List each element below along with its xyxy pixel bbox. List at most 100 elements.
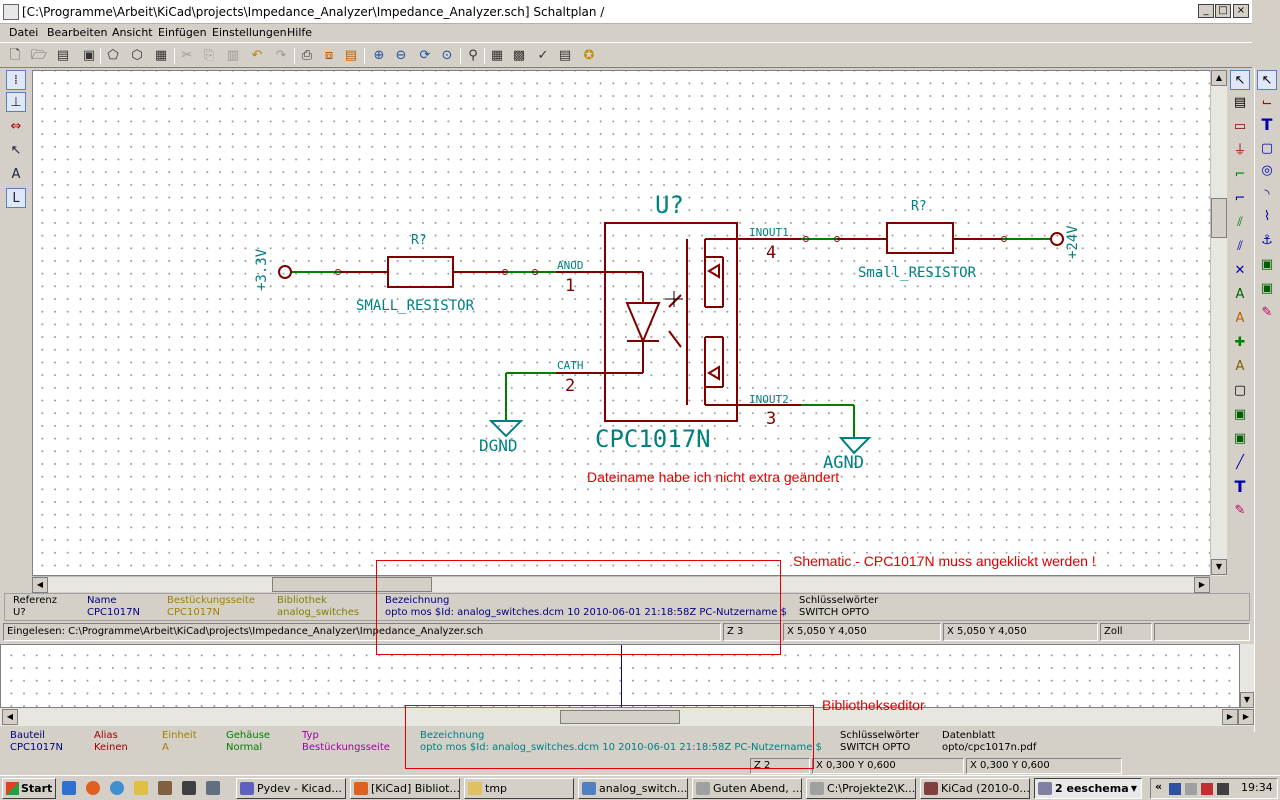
scroll-down-arrow-icon[interactable]: ▼ [1211, 559, 1227, 575]
place-bus-icon[interactable]: ⌐ [1234, 191, 1246, 206]
horizontal-scroll-thumb[interactable] [272, 577, 432, 592]
print-icon[interactable]: ⎙ [301, 48, 313, 63]
task-analog-switch[interactable]: analog_switch... [578, 778, 688, 799]
task-kicad-main[interactable]: KiCad (2010-0... [920, 778, 1030, 799]
task-eeschema-group[interactable]: 2 eeschema▼ [1034, 778, 1142, 799]
cursor-shape-icon[interactable]: ↖ [10, 143, 22, 158]
hierarchy-navigator-icon[interactable]: ▤ [1233, 95, 1247, 110]
supply-left-label[interactable]: +3.3V [254, 248, 270, 291]
lib-import-icon[interactable]: ▣ [1260, 257, 1274, 272]
library-browser-icon[interactable]: ▦ [154, 48, 168, 63]
quicklaunch-lock-icon[interactable] [134, 781, 148, 795]
quicklaunch-app-icon[interactable] [158, 781, 172, 795]
redraw-icon[interactable]: ⟳ [419, 48, 431, 63]
hidden-pins-icon[interactable]: A [11, 167, 21, 182]
page-settings-icon[interactable]: ⬠ [107, 48, 119, 63]
place-component-icon[interactable]: ▭ [1233, 119, 1247, 134]
minimize-button[interactable]: _ [1198, 4, 1214, 18]
zoom-fit-icon[interactable]: ⊙ [441, 48, 453, 63]
quicklaunch-firefox-icon[interactable] [86, 781, 100, 795]
close-button[interactable]: × [1233, 4, 1249, 18]
cvpcb-icon[interactable]: ✪ [583, 48, 595, 63]
menu-einfuegen[interactable]: Einfügen [158, 26, 207, 39]
redo-icon[interactable]: ↷ [275, 48, 287, 63]
quicklaunch-settings-icon[interactable] [206, 781, 220, 795]
bus-to-bus-entry-icon[interactable]: ⫽ [1237, 239, 1243, 254]
lib-pin-icon[interactable]: ⌙ [1261, 95, 1273, 110]
wire-to-bus-entry-icon[interactable]: ⫽ [1237, 215, 1243, 230]
units-inch-icon[interactable]: ⊥ [6, 92, 26, 112]
lib-select-arrow-icon[interactable]: ↖ [1257, 70, 1277, 90]
bom-icon[interactable]: ▤ [558, 48, 572, 63]
netlist-generate-icon[interactable]: ✓ [537, 48, 549, 63]
menu-datei[interactable]: Datei [9, 26, 39, 39]
lib-anchor-icon[interactable]: ⚓ [1261, 233, 1273, 248]
quicklaunch-ie-icon[interactable] [62, 781, 76, 795]
grid-toggle-icon[interactable]: ⁞ [6, 70, 26, 90]
tray-expand-chevron[interactable]: « [1155, 780, 1163, 793]
scroll-up-arrow-icon[interactable]: ▲ [1211, 70, 1227, 86]
r1-reference[interactable]: R? [411, 233, 427, 248]
global-label-icon[interactable]: A [1235, 311, 1245, 326]
lib-horizontal-scroll-thumb[interactable] [560, 710, 680, 724]
delete-item-icon[interactable]: ✎ [1234, 503, 1246, 518]
menu-hilfe[interactable]: Hilfe [287, 26, 313, 39]
task-guten-abend[interactable]: Guten Abend, ... [692, 778, 802, 799]
select-arrow-icon[interactable]: ↖ [1230, 70, 1250, 90]
paste-icon[interactable]: ▥ [226, 48, 240, 63]
zoom-out-icon[interactable]: ⊖ [395, 48, 407, 63]
lib-scroll-left-arrow-icon[interactable]: ◀ [2, 709, 18, 725]
lib-horizontal-scrollbar[interactable]: ◀ ▶ ▶ [0, 708, 1254, 726]
units-mm-icon[interactable]: ⇔ [10, 119, 22, 134]
r2-reference[interactable]: R? [911, 199, 927, 214]
tray-volume-icon[interactable] [1185, 783, 1197, 795]
eeschema-app-icon[interactable] [3, 4, 19, 20]
open-project-icon[interactable]: ▤ [56, 48, 70, 63]
erc-icon[interactable]: ▩ [512, 48, 526, 63]
tray-network-icon[interactable] [1169, 783, 1181, 795]
u-reference[interactable]: U? [655, 191, 684, 219]
gnd-left-label[interactable]: DGND [479, 436, 518, 455]
lib-scroll-right-arrow-2-icon[interactable]: ▶ [1238, 709, 1254, 725]
canvas-vertical-scrollbar[interactable]: ▲ ▼ [1210, 70, 1227, 576]
import-sheet-pin-icon[interactable]: ▣ [1233, 407, 1247, 422]
maximize-button[interactable]: □ [1215, 4, 1231, 18]
quicklaunch-browser-icon[interactable] [110, 781, 124, 795]
r1-value[interactable]: SMALL_RESISTOR [356, 298, 475, 314]
place-wire-icon[interactable]: ⌐ [1234, 167, 1246, 182]
quicklaunch-tool-icon[interactable] [182, 781, 196, 795]
lib-export-icon[interactable]: ▣ [1260, 281, 1274, 296]
hierarchical-label-icon[interactable]: A [1235, 359, 1245, 374]
place-power-icon[interactable]: ⏚ [1233, 143, 1247, 158]
annotate-icon[interactable]: ▦ [490, 48, 504, 63]
lib-scroll-down-arrow-icon[interactable]: ▼ [1240, 692, 1254, 708]
canvas-horizontal-scrollbar[interactable]: ◀ ▶ [32, 576, 1210, 593]
menu-einstellungen[interactable]: Einstellungen [212, 26, 287, 39]
save-icon[interactable]: ▣ [82, 48, 96, 63]
place-sheet-pin-icon[interactable]: ▣ [1233, 431, 1247, 446]
junction-icon[interactable]: ✚ [1234, 335, 1246, 350]
load-schematic-icon[interactable]: ⬡ [131, 48, 143, 63]
cut-icon[interactable]: ✂ [181, 48, 193, 63]
find-icon[interactable]: ⚲ [468, 48, 478, 63]
zoom-in-icon[interactable]: ⊕ [373, 48, 385, 63]
undo-icon[interactable]: ↶ [251, 48, 263, 63]
menu-ansicht[interactable]: Ansicht [112, 26, 153, 39]
lib-text-icon[interactable]: T [1261, 115, 1273, 134]
scroll-left-arrow-icon[interactable]: ◀ [32, 577, 48, 593]
start-button[interactable]: Start [2, 778, 56, 799]
task-kicad-bibliothek[interactable]: [KiCad] Bibliot... [350, 778, 460, 799]
tray-shield-icon[interactable] [1201, 783, 1213, 795]
tray-app-icon[interactable] [1217, 783, 1229, 795]
new-file-icon[interactable]: 🗋 [9, 48, 21, 63]
schematic-canvas[interactable]: +3.3V +24V R? SMALL_RESISTOR R? Small_RE… [32, 70, 1227, 576]
u-value[interactable]: CPC1017N [595, 425, 711, 453]
task-pydev[interactable]: Pydev - Kicad... [236, 778, 346, 799]
scroll-right-arrow-icon[interactable]: ▶ [1194, 577, 1210, 593]
lib-arc-icon[interactable]: ◝ [1264, 187, 1270, 202]
wire-angle-icon[interactable]: L [6, 188, 26, 208]
hierarchical-sheet-icon[interactable]: ▢ [1233, 383, 1247, 398]
vertical-scroll-thumb[interactable] [1211, 198, 1227, 238]
lib-delete-icon[interactable]: ✎ [1261, 305, 1273, 320]
lib-scroll-right-arrow-icon[interactable]: ▶ [1222, 709, 1238, 725]
